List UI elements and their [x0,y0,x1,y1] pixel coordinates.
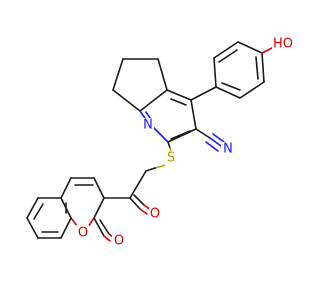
bond [237,41,263,54]
bond [190,86,217,101]
bond [166,89,192,101]
bond [139,208,148,215]
bond [26,197,39,219]
bond [154,164,167,169]
nitrile-nitrogen-label: N [223,142,233,157]
bond [167,141,171,149]
bond [139,89,168,112]
bond [112,58,124,91]
lactone-ring-oxygen-label: O [78,226,88,241]
bond [239,81,265,99]
chemical-structure-diagram: HO N N S O O O [26,37,293,249]
bond [170,98,187,106]
bond [93,177,105,199]
bond [205,141,219,152]
bond [218,49,238,63]
bond [221,82,241,91]
bond [60,177,72,199]
bond [60,217,72,239]
bond [129,197,141,210]
atom-labels: HO N N S O O O [76,37,293,249]
bond [190,99,197,130]
bond [152,126,169,143]
bond [213,41,239,59]
lactone-carbonyl-oxygen-label: O [114,234,124,249]
bond [133,194,145,206]
ketone-oxygen-label: O [150,207,160,222]
bond [195,128,211,139]
bond [167,128,197,143]
bond [145,167,156,172]
bond [112,89,141,112]
bonds [26,41,275,242]
bond [212,133,225,143]
bond [129,170,147,199]
bond [26,217,39,239]
bond [103,235,111,242]
bond [33,203,44,220]
pyridine-nitrogen-label: N [143,118,153,133]
thioether-sulfur-label: S [167,151,175,166]
hydroxyl-label: HO [273,37,293,52]
bond [145,111,151,119]
bond [255,56,259,80]
bond [215,86,241,99]
bond [99,219,110,235]
bond [209,137,222,147]
bond [261,52,265,83]
bond [170,130,191,140]
bond [93,217,105,237]
bond [93,197,105,219]
bond [157,58,168,91]
bond [213,57,217,88]
